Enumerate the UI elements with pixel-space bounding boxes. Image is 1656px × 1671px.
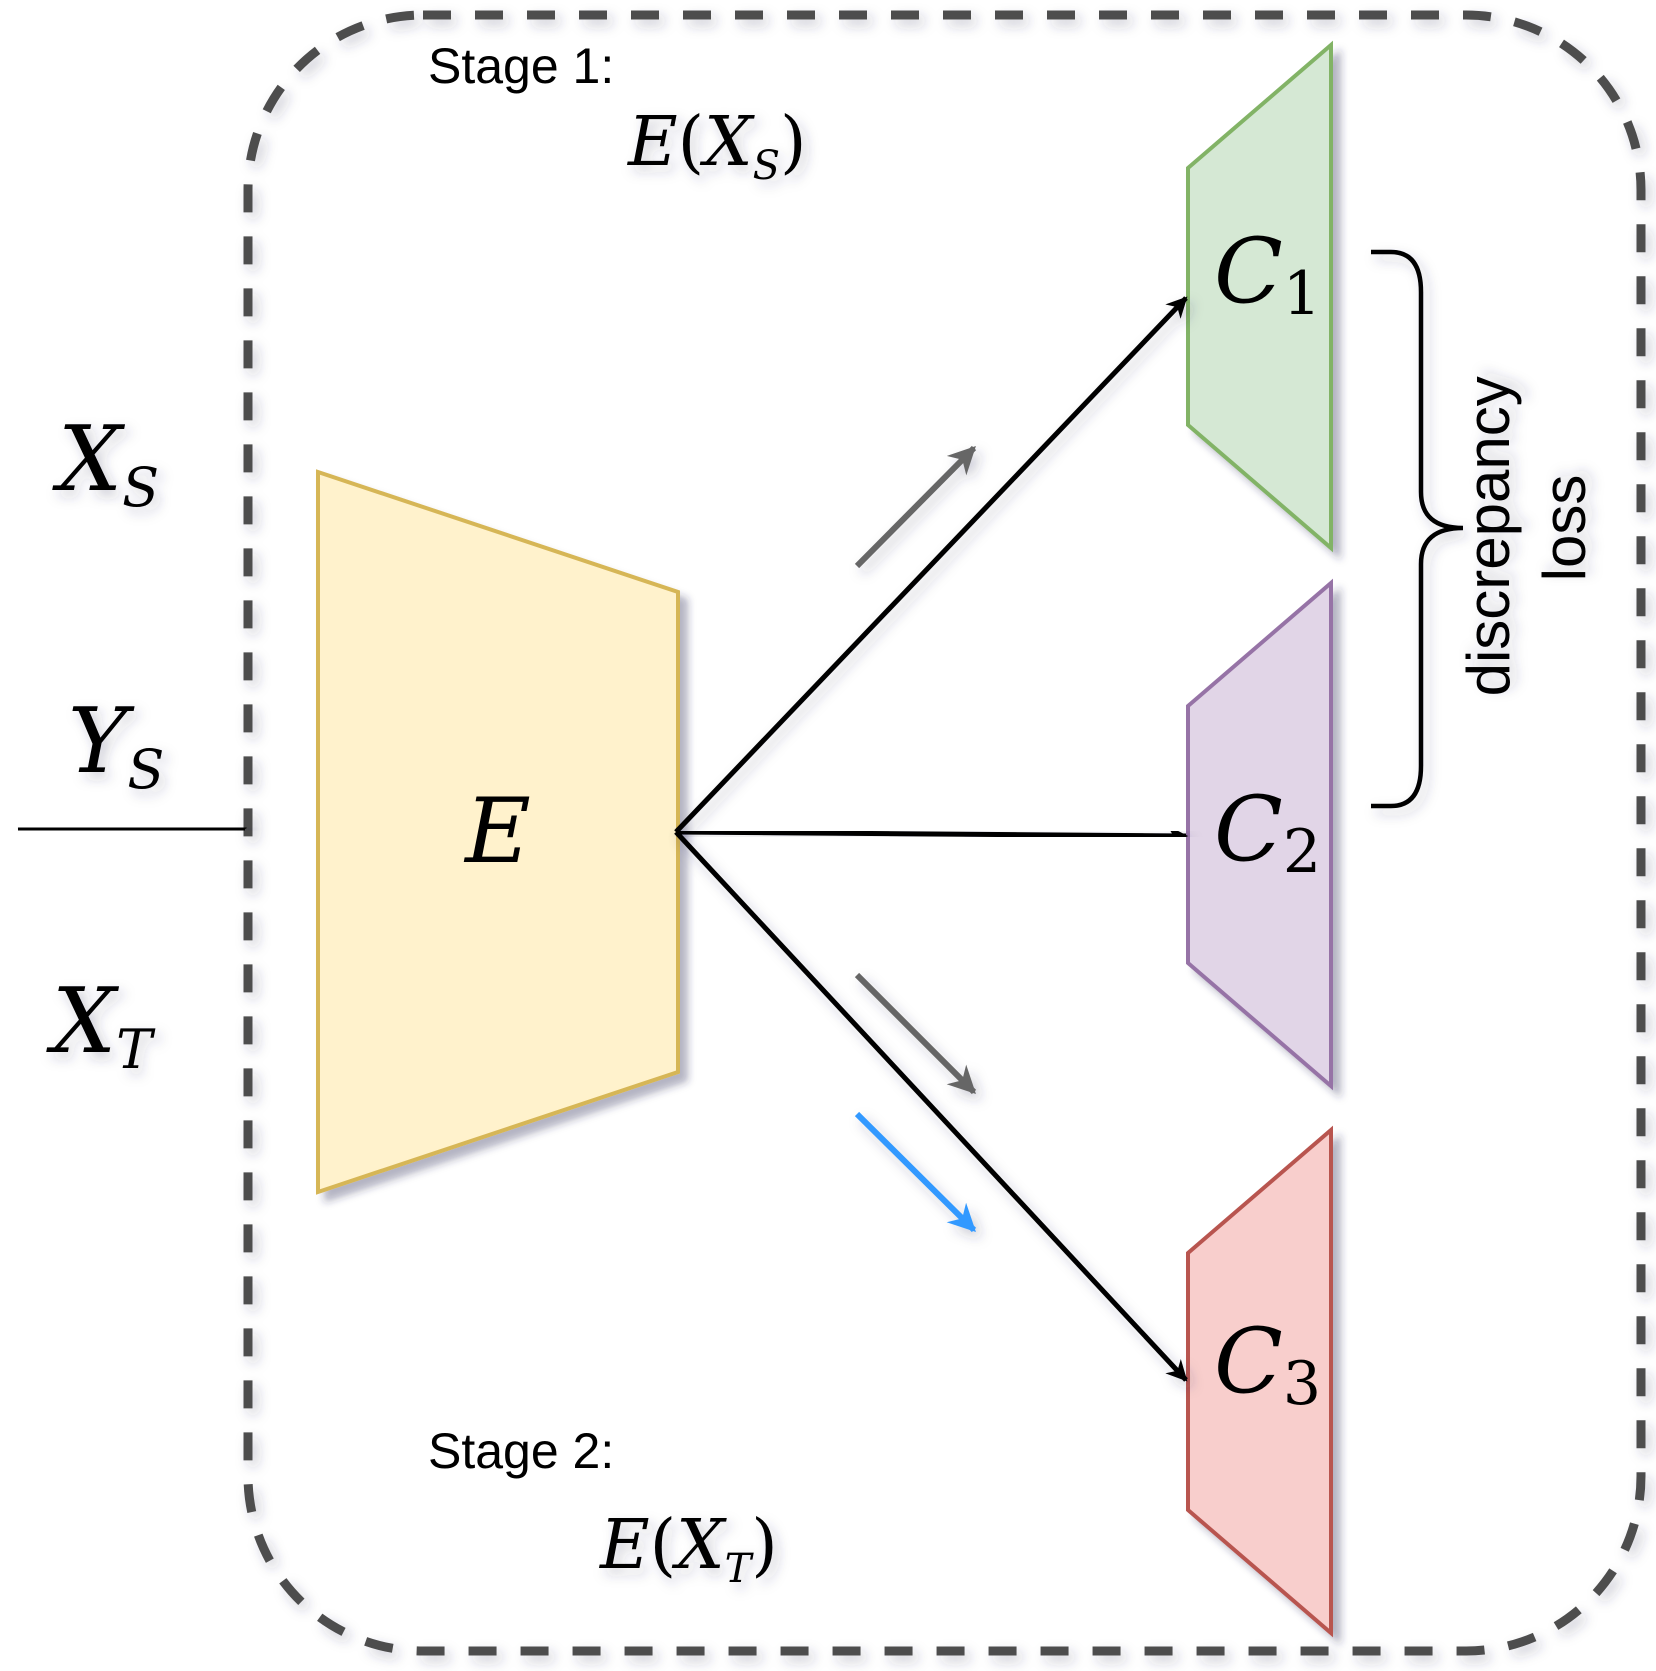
classifier-c1-block	[1186, 40, 1333, 553]
classifier-c3-label: C3	[1214, 1309, 1321, 1419]
stage2-arrow-c3	[854, 1111, 977, 1233]
input-xs-label: XS	[52, 407, 159, 519]
input-xt-label: XT	[46, 969, 156, 1081]
encoder-block	[316, 469, 680, 1195]
flow-arrow-to-c2	[675, 825, 1189, 847]
encoder-label: E	[463, 779, 531, 884]
flow-arrow-to-c1	[674, 296, 1188, 834]
stage1-arrow-c3	[854, 972, 977, 1095]
discrepancy-brace	[1371, 249, 1464, 809]
classifier-c1-label: C1	[1214, 219, 1321, 329]
dashed-frame	[243, 10, 1646, 1656]
stage2-expression: E(XT)	[598, 1506, 778, 1592]
stage2-label: Stage 2:	[428, 1423, 614, 1479]
input-ys-arrow	[17, 817, 248, 839]
stage1-expression: E(XS)	[626, 103, 807, 189]
classifier-c3-block	[1186, 1125, 1333, 1638]
discrepancy-loss-label: discrepancy loss	[1455, 360, 1598, 697]
stage1-arrow-c1	[854, 445, 977, 569]
classifier-c2-label: C2	[1214, 777, 1321, 887]
stage1-label: Stage 1:	[428, 38, 614, 94]
classifier-c2-block	[1186, 578, 1333, 1091]
input-ys-label: YS	[68, 689, 164, 801]
flow-arrow-to-c3	[674, 830, 1188, 1382]
